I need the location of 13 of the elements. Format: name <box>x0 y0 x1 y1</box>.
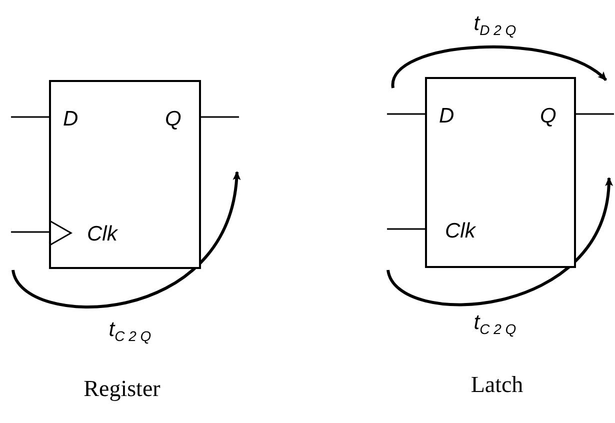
pin-label: D <box>63 108 78 130</box>
flip-flop-box <box>49 80 201 269</box>
timing-label: t$_{C 2 Q}$ <box>474 311 516 337</box>
pin-label: Clk <box>87 224 118 244</box>
diagram-caption: Register <box>84 376 160 402</box>
timing-label: t$_{D 2 Q}$ <box>474 12 516 38</box>
pin-label: Q <box>540 106 556 126</box>
flip-flop-box <box>425 77 576 268</box>
pin-label: Q <box>165 108 182 130</box>
pin-label: D <box>439 106 454 126</box>
pin-label: Clk <box>445 220 476 242</box>
timing-label: t$_{C 2 Q}$ <box>108 318 152 344</box>
diagram-caption: Latch <box>470 372 524 398</box>
